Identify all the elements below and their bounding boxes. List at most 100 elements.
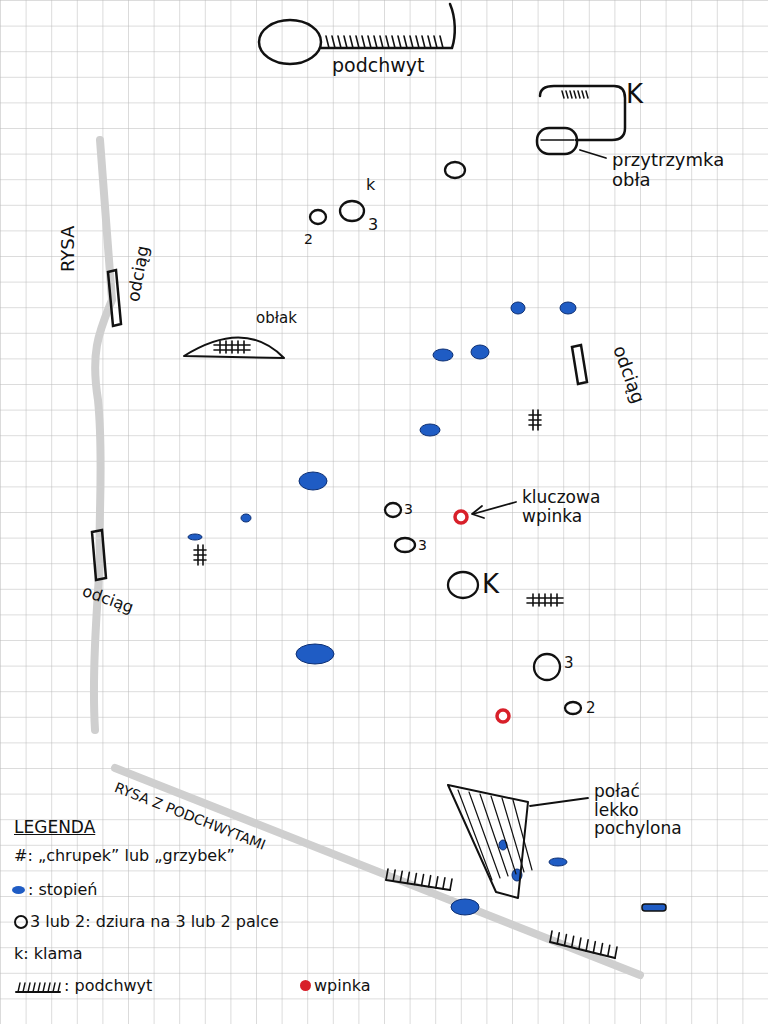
arrow-head [472,506,484,518]
hatch-stroke [398,36,401,48]
hatch-stroke [48,983,50,992]
foothold [433,349,453,361]
legend-row: #: „chrupek” lub „grzybek” [14,846,235,865]
hatch-stroke [513,800,532,870]
chicken-head-mark [219,341,221,353]
hatch-stroke [380,36,383,48]
hatch-stroke [491,796,516,874]
hatch-stroke [608,945,610,956]
topo-label: przytrzymka obła [612,150,724,190]
topo-label: K [482,570,499,599]
foothold [451,899,479,915]
topo-label: 3 [418,538,427,553]
legend-text: : stopień [28,880,97,899]
hatch-stroke [586,91,588,98]
pocket-hole [565,702,581,714]
chicken-head-mark [527,602,563,604]
hatch-stroke [574,91,576,98]
hatch-stroke [344,36,347,48]
hatch-stroke [422,875,424,886]
leader-line [530,798,588,806]
topo-label: 3 [368,216,378,234]
chicken-head-mark [214,344,250,346]
hatch-stroke [582,91,584,98]
hatch-stroke [416,36,419,48]
undercling-outline [550,942,615,958]
hatch-stroke [53,983,55,992]
pocket-hole [445,162,465,178]
hatch-stroke [579,938,581,949]
foothold [560,302,576,314]
topo-label: RYSA [58,226,78,272]
hatch-stroke [572,936,574,947]
hatch-stroke [332,36,335,48]
legend-row: wpinka [300,976,371,995]
foothold [511,302,525,314]
chicken-head-mark [194,554,206,556]
hatch-stroke [440,36,443,48]
chicken-head-mark [231,341,233,353]
chicken-head-mark [529,419,541,421]
sloper-outline [537,128,577,154]
legend-swatch [300,980,311,991]
foothold [188,534,202,540]
rib-outline [184,337,284,358]
chicken-head-mark [194,549,206,551]
undercling-outline [321,4,455,48]
legend-text: : podchwyt [64,976,152,995]
hatch-stroke [593,942,595,953]
sidepull-bar [92,530,106,580]
chicken-head-mark [194,559,206,561]
crack-line [115,768,640,975]
hatch-stroke [58,983,60,992]
hatch-stroke [23,983,25,992]
chicken-head-mark [529,424,541,426]
hatch-stroke [350,36,353,48]
pocket-hole [340,201,364,221]
pocket-hole [310,210,326,224]
foothold [241,514,251,522]
quickdraw-clip [497,710,509,722]
pocket-hole [534,654,560,680]
hatch-stroke [615,947,617,958]
hatch-stroke [410,36,413,48]
foothold [420,424,440,436]
chicken-head-mark [556,594,558,606]
hatch-stroke [43,983,45,992]
hatch-stroke [33,983,35,992]
legend-title: LEGENDA [14,818,95,837]
hatch-stroke [386,36,389,48]
topo-label: połać lekko pochylona [594,782,682,838]
pocket-hole [385,503,401,517]
hatch-stroke [434,36,437,48]
sidepull-bar [108,270,121,326]
foothold [471,345,489,359]
foothold [642,904,666,911]
hatch-stroke [374,36,377,48]
chicken-head-mark [532,594,534,606]
hatch-stroke [392,36,395,48]
hatch-stroke [18,983,20,992]
hatch-stroke [562,91,564,98]
foothold [299,472,327,490]
hatch-stroke [469,792,500,878]
topo-label: K [626,80,643,109]
hatch-stroke [356,36,359,48]
hatch-stroke [386,869,388,880]
crack-line [94,140,112,730]
hatch-stroke [362,36,365,48]
hatch-stroke [393,870,395,881]
legend-hole-sample [15,916,27,928]
pocket-hole [395,538,415,552]
topo-label: obłak [256,310,297,327]
chicken-head-mark [214,349,250,351]
hatch-stroke [436,877,438,888]
topo-label: k [366,176,375,194]
chicken-head-mark [237,341,239,353]
hatch-stroke [586,940,588,951]
hatch-stroke [450,879,452,890]
hatch-stroke [422,36,425,48]
sidepull-bar [572,345,587,384]
